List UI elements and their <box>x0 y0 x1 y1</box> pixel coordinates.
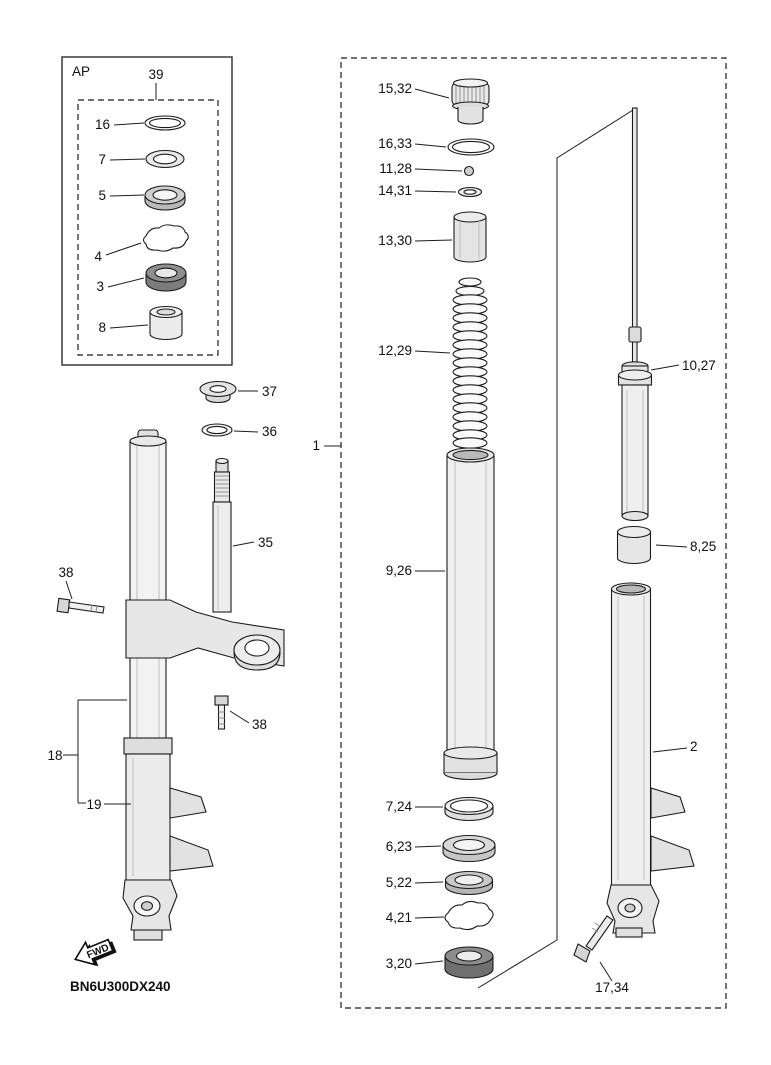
bracket-18-lines <box>63 699 127 804</box>
fork-cap <box>451 78 490 125</box>
inset-clip <box>142 224 189 252</box>
callout-15-32: 15,32 <box>378 81 412 96</box>
callout-8: 8 <box>98 320 106 335</box>
callout-12-29: 12,29 <box>378 343 412 358</box>
outer-tube <box>606 582 695 938</box>
callout-37: 37 <box>262 384 277 399</box>
callout-18: 18 <box>47 748 62 763</box>
damper-tube <box>617 369 653 522</box>
inset-bushing <box>144 185 186 211</box>
cap-o-ring <box>447 138 495 156</box>
small-cap <box>463 165 475 177</box>
seat-bushing <box>616 525 652 565</box>
small-ring <box>457 186 483 198</box>
callout-10-27: 10,27 <box>682 358 716 373</box>
lower-bracket <box>125 599 285 671</box>
callout-19: 19 <box>86 797 101 812</box>
callout-8-25: 8,25 <box>690 539 716 554</box>
callout-5: 5 <box>98 188 106 203</box>
washer-ring <box>201 423 233 437</box>
inset-washer <box>145 149 185 169</box>
guide-bushing <box>444 870 494 896</box>
fork-leg <box>122 429 214 941</box>
bearing-cover <box>199 380 237 404</box>
damper-rod <box>621 107 649 376</box>
callout-3: 3 <box>96 279 104 294</box>
inset-slide-bushing <box>149 305 183 341</box>
diagram-code: BN6U300DX240 <box>70 979 171 994</box>
inset-title: AP <box>72 64 90 79</box>
callout-1: 1 <box>312 438 320 453</box>
callout-7-24: 7,24 <box>386 799 413 814</box>
fwd-arrow-icon: FWD <box>73 938 117 967</box>
callout-4-21: 4,21 <box>386 910 412 925</box>
oil-seal <box>444 946 494 979</box>
callout-9-26: 9,26 <box>386 563 412 578</box>
slide-metal <box>444 796 494 822</box>
pinch-bolt-left <box>56 597 105 614</box>
inner-tube <box>443 447 498 781</box>
axle-bolt <box>573 915 614 963</box>
inset-box <box>61 56 233 366</box>
pinch-bolt-right <box>214 695 229 730</box>
retaining-clip <box>444 900 494 931</box>
callout-16: 16 <box>95 117 110 132</box>
spring-spacer <box>453 211 487 263</box>
fork-spring <box>452 277 488 449</box>
steering-stem <box>212 457 232 613</box>
callout-36: 36 <box>262 424 277 439</box>
fork-assembly: FWD <box>56 380 285 967</box>
callout-5-22: 5,22 <box>386 875 412 890</box>
inset-oil-seal <box>145 263 187 292</box>
callout-38-right: 38 <box>252 717 267 732</box>
callout-11-28: 11,28 <box>379 161 412 176</box>
callout-38-left: 38 <box>58 565 73 580</box>
callout-16-33: 16,33 <box>378 136 412 151</box>
callout-35: 35 <box>258 535 273 550</box>
callout-7: 7 <box>98 152 106 167</box>
callout-17-34: 17,34 <box>595 980 629 995</box>
callout-2: 2 <box>690 739 698 754</box>
callout-14-31: 14,31 <box>378 183 412 198</box>
callout-6-23: 6,23 <box>386 839 412 854</box>
exploded-view-box <box>324 57 727 1009</box>
seal-spacer <box>442 834 496 863</box>
callout-3-20: 3,20 <box>386 956 412 971</box>
callout-4: 4 <box>94 249 102 264</box>
callout-39: 39 <box>148 67 163 82</box>
inset-o-ring <box>144 115 186 131</box>
callout-13-30: 13,30 <box>378 233 412 248</box>
